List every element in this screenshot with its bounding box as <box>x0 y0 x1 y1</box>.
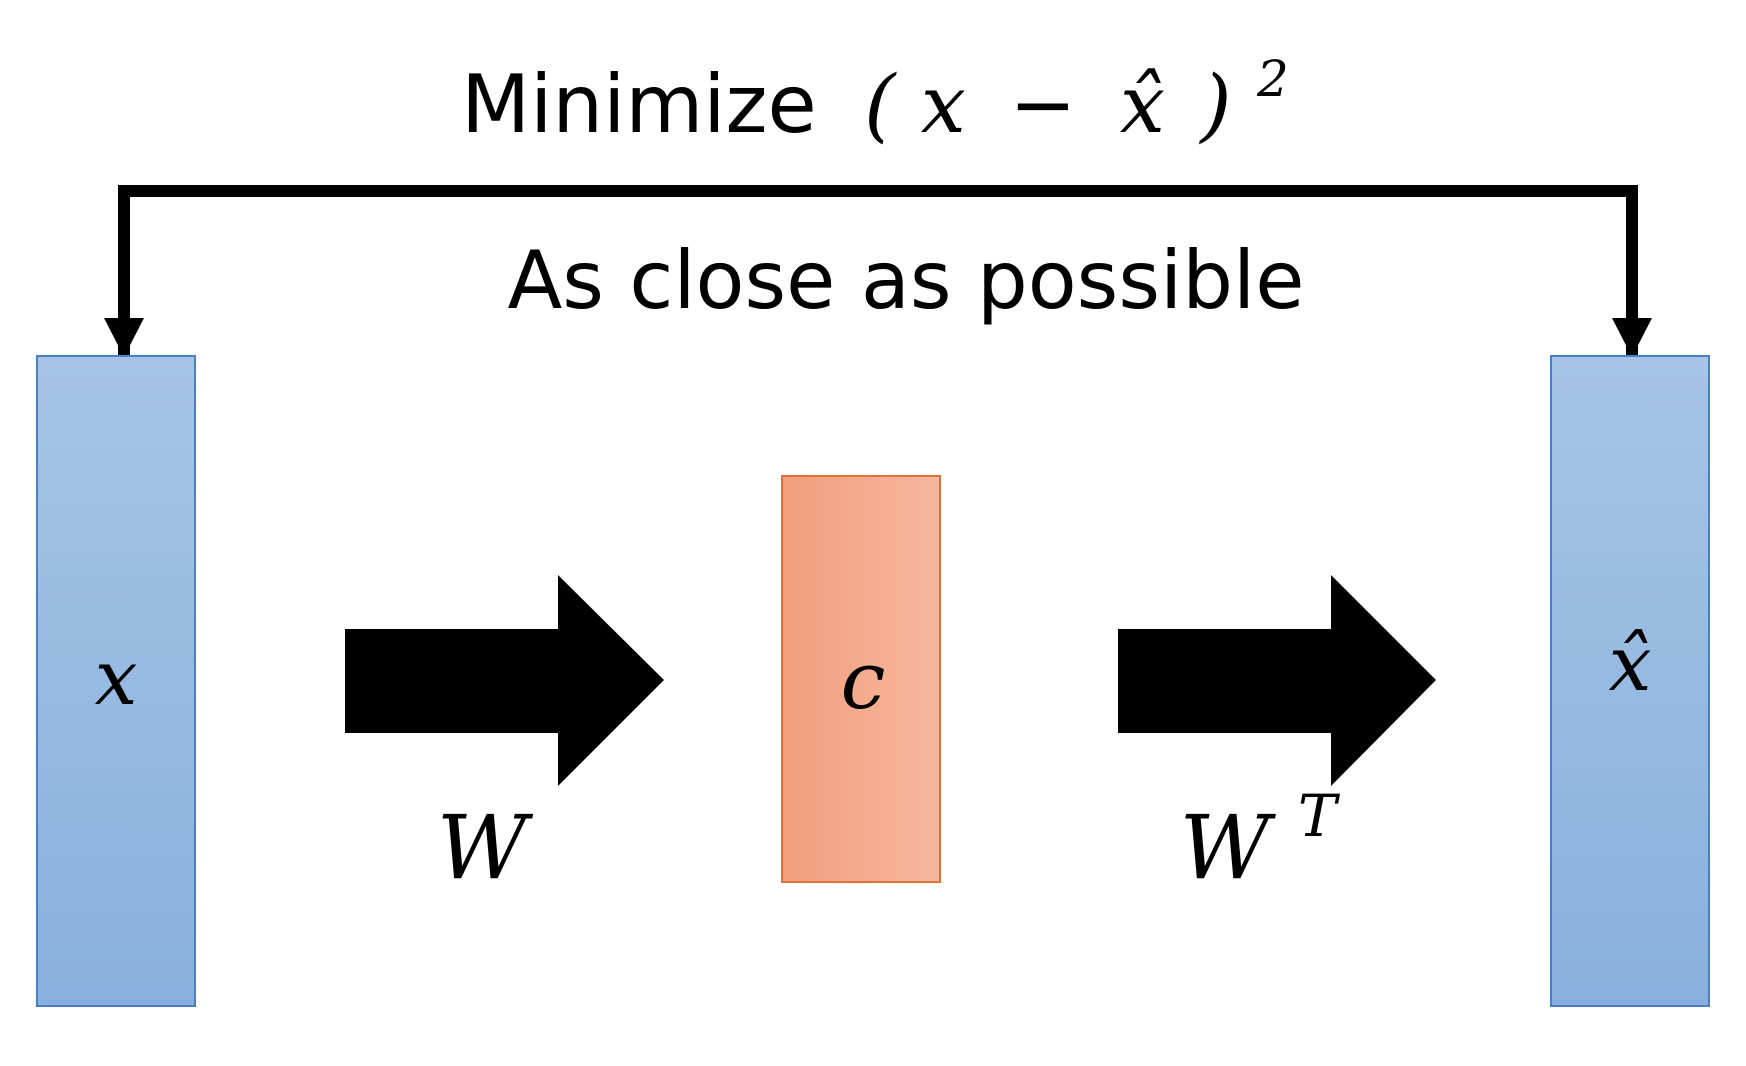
formula-minus: − <box>1009 58 1076 151</box>
bracket-arrowhead-right <box>1612 318 1652 357</box>
input-vector-label: x <box>95 633 138 722</box>
formula-x: x <box>921 58 966 151</box>
decoder-arrow <box>1118 575 1436 786</box>
encoder-arrow <box>345 575 664 786</box>
formula-open-paren: ( <box>864 58 897 151</box>
code-vector-box <box>781 475 941 883</box>
similarity-subtitle: As close as possible <box>508 234 1305 327</box>
output-vector-box <box>1550 355 1710 1007</box>
encoder-weight-label: W <box>437 796 534 899</box>
objective-label: Minimize <box>461 58 817 151</box>
formula-x-hat: x̂ <box>1120 58 1165 151</box>
objective-title: Minimize ( x − x̂ ) 2 <box>461 50 1289 151</box>
formula-close-paren: ) <box>1198 58 1231 151</box>
bracket-arrowhead-left <box>104 318 144 357</box>
input-vector-box <box>36 355 196 1007</box>
decoder-weight-base: W <box>1179 796 1276 899</box>
decoder-weight-transpose: T <box>1298 782 1341 850</box>
formula-exponent: 2 <box>1256 50 1289 108</box>
comparison-bracket <box>118 185 1638 357</box>
output-vector-label: x̂ <box>1609 619 1652 708</box>
code-vector-label: c <box>841 634 886 727</box>
decoder-weight-label: W T <box>1179 782 1340 899</box>
